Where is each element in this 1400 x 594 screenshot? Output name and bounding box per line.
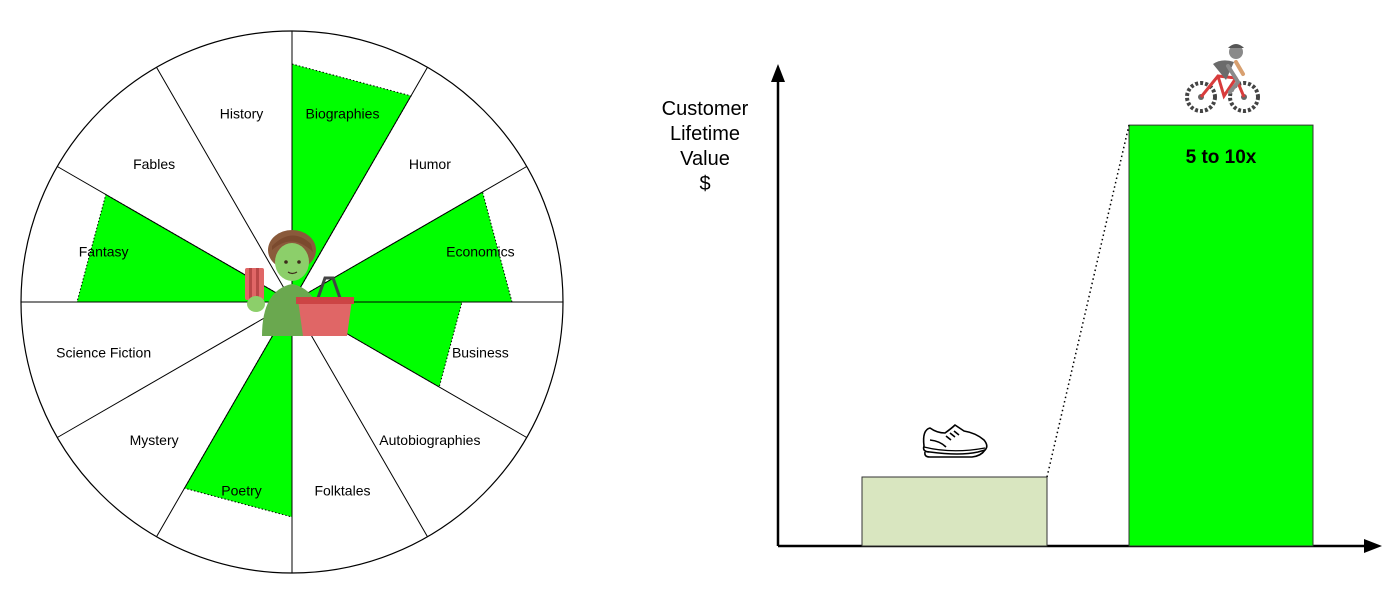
category-label-history: History xyxy=(220,106,264,122)
cycling-customer-bar xyxy=(1128,124,1314,547)
category-label-fantasy: Fantasy xyxy=(79,244,129,260)
wheel-spoke xyxy=(291,301,428,537)
category-label-poetry: Poetry xyxy=(221,482,261,498)
y-axis-label-line-1: Customer xyxy=(662,98,749,120)
x-axis-arrow-icon xyxy=(1364,539,1382,553)
reader-icon xyxy=(245,230,354,336)
y-axis-label-line-4: $ xyxy=(699,173,710,195)
walking-customer-bar xyxy=(861,476,1048,547)
category-label-autobiographies: Autobiographies xyxy=(379,432,480,448)
category-label-fables: Fables xyxy=(133,156,175,172)
category-label-biographies: Biographies xyxy=(306,106,380,122)
wheel-spoke xyxy=(291,67,428,303)
category-label-folktales: Folktales xyxy=(314,482,370,498)
category-label-humor: Humor xyxy=(409,156,451,172)
lifetime-value-chart: Customer Lifetime Value $ 5 to 10x xyxy=(662,44,1382,553)
category-label-business: Business xyxy=(452,344,509,360)
y-axis-label-line-2: Lifetime xyxy=(670,123,740,145)
wheel-spoke xyxy=(156,67,293,303)
y-axis-arrow-icon xyxy=(771,64,785,82)
wheel-wedges xyxy=(76,63,513,518)
running-shoe-icon xyxy=(922,424,988,458)
category-label-science-fiction: Science Fiction xyxy=(56,344,151,360)
wheel-spoke xyxy=(156,301,293,537)
category-label-economics: Economics xyxy=(446,244,514,260)
genre-wheel: BiographiesHumorEconomicsBusinessAutobio… xyxy=(20,30,564,574)
cyclist-icon xyxy=(1185,44,1260,113)
category-label-mystery: Mystery xyxy=(130,432,179,448)
wedge-fantasy xyxy=(76,193,294,303)
y-axis-label-line-3: Value xyxy=(680,148,730,170)
wheel-spoke xyxy=(57,301,293,438)
growth-connector-line xyxy=(1046,124,1130,478)
wheel-labels: BiographiesHumorEconomicsBusinessAutobio… xyxy=(56,106,514,499)
wedge-poetry xyxy=(183,300,293,518)
multiplier-label: 5 to 10x xyxy=(1186,147,1257,168)
